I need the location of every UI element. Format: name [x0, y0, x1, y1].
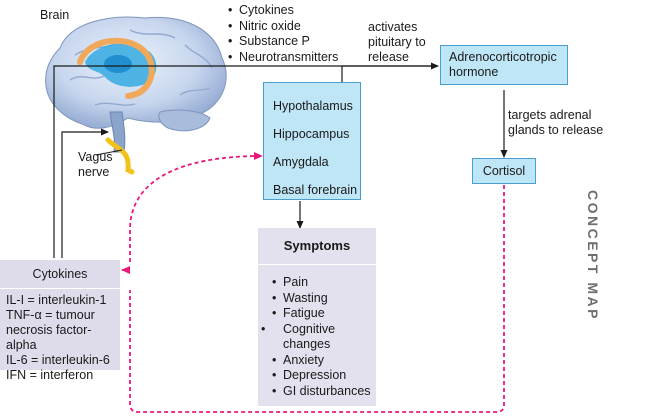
symptom-item: Wasting	[272, 291, 376, 307]
region-hippocampus: Hippocampus	[273, 127, 350, 141]
region-basal-forebrain: Basal forebrain	[273, 183, 358, 197]
vagus-nerve	[105, 137, 135, 175]
symptom-item: GI disturbances	[272, 384, 376, 400]
symptom-item: Cognitive changes	[272, 322, 376, 353]
signal-item: Neurotransmitters	[228, 50, 338, 66]
brain-label: Brain	[40, 8, 70, 22]
vagus-nerve-label: Vagus nerve	[78, 150, 113, 179]
concept-map-label: CONCEPT MAP	[585, 190, 601, 321]
signal-item: Cytokines	[228, 3, 338, 19]
brain-to-box-arrow	[53, 65, 436, 258]
signal-item: Substance P	[228, 34, 338, 50]
symptom-item: Pain	[272, 275, 376, 291]
box-to-acth-arrow	[341, 62, 439, 82]
cytokine-def: IL-I = interleukin-1	[6, 293, 107, 307]
symptom-item: Anxiety	[272, 353, 376, 369]
cytokines-to-brainstem-arrow	[61, 128, 109, 258]
cytokine-def: IFN = interferon	[6, 368, 94, 382]
symptoms-box: Symptoms Pain Wasting Fatigue Cognitive …	[258, 228, 376, 406]
acth-box: Adrenocorticotropic hormone	[440, 45, 568, 85]
region-amygdala: Amygdala	[273, 155, 329, 169]
feedback-to-box-arrow	[129, 152, 263, 262]
signal-list: Cytokines Nitric oxide Substance P Neuro…	[228, 3, 338, 65]
region-hypothalamus: Hypothalamus	[273, 99, 353, 113]
brain-illustration	[45, 16, 227, 153]
cytokine-def: TNF-α = tumour	[6, 308, 95, 322]
targets-label: targets adrenal glands to release	[508, 108, 604, 137]
symptom-item: Depression	[272, 368, 376, 384]
cytokine-def: IL-6 = interleukin-6	[6, 353, 110, 367]
vagus-pointer	[95, 149, 123, 156]
brain-regions-box: Hypothalamus Hippocampus Amygdala Basal …	[263, 82, 361, 200]
symptoms-title: Symptoms	[258, 228, 376, 265]
signal-item: Nitric oxide	[228, 19, 338, 35]
cytokines-title: Cytokines	[0, 260, 120, 289]
cytokines-box: Cytokines IL-I = interleukin-1 TNF-α = t…	[0, 260, 120, 382]
activates-label: activates pituitary to release	[368, 20, 426, 64]
cortisol-box: Cortisol	[472, 158, 536, 184]
symptom-item: Fatigue	[272, 306, 376, 322]
cytokine-def: necrosis factor-alpha	[6, 323, 92, 352]
